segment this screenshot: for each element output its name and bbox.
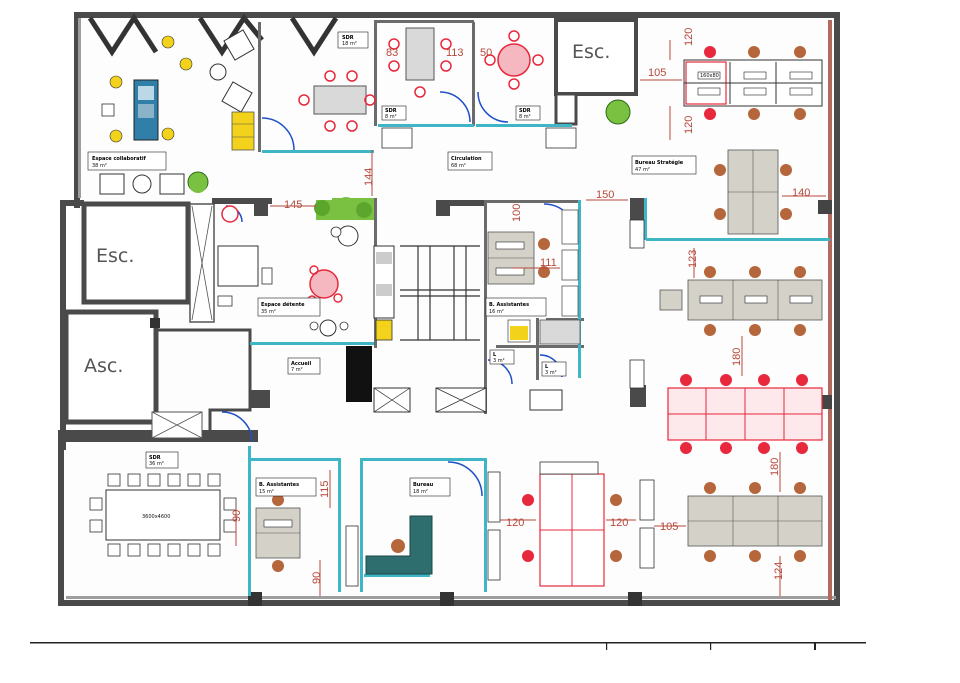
elevator-label: Asc. — [84, 355, 123, 377]
collab-name: Espace collaboratif — [92, 156, 147, 162]
bureau-area: 18 m² — [413, 489, 428, 495]
dim-140: 140 — [792, 187, 810, 199]
detente-area: 35 m² — [261, 309, 276, 315]
circulation-name: Circulation — [451, 156, 482, 162]
dim-111: 111 — [540, 257, 557, 269]
glass-partitions — [248, 124, 830, 596]
detente-name: Espace détente — [261, 301, 305, 308]
dim-83: 83 — [386, 47, 398, 59]
zigzag-glazing-mid — [197, 13, 264, 57]
local-a-tag — [489, 349, 515, 365]
sdr-table-label: 3600x4600 — [142, 514, 170, 520]
sdr-main: 3600x4600 SDR 36 m² — [89, 451, 237, 557]
stair-core-left: Esc. — [81, 201, 215, 323]
open-space-cluster-2 — [667, 374, 823, 454]
strategie-area: 47 m² — [635, 167, 650, 173]
dimension-labels: 120 105 120 144 145 150 140 100 111 113 … — [231, 28, 810, 584]
stair-left-label: Esc. — [96, 245, 134, 267]
dim-180-b: 180 — [769, 458, 781, 476]
dim-123: 123 — [687, 250, 699, 268]
dim-124: 124 — [773, 562, 785, 580]
meeting-c-name: SDR — [519, 108, 531, 114]
desk-tag-1: 160x80 — [700, 73, 719, 79]
assistantes-bottom: B. Assistantes 15 m² — [255, 477, 317, 572]
dim-105-top: 105 — [648, 67, 666, 79]
dim-100: 100 — [511, 204, 523, 222]
bureau-name: Bureau — [413, 482, 434, 488]
local-a-area: 3 m² — [493, 358, 505, 364]
dim-144: 144 — [363, 168, 375, 186]
plants — [189, 175, 372, 218]
dim-120-desk-r: 120 — [610, 517, 628, 529]
local-b-tag — [541, 361, 567, 377]
zigzag-glazing-right — [289, 16, 339, 57]
collab-area-value: 38 m² — [92, 163, 107, 169]
assistantes-bottom-name: B. Assistantes — [259, 482, 299, 488]
meeting-a-area: 18 m² — [342, 41, 357, 47]
zigzag-glazing-left — [87, 13, 159, 57]
printer — [529, 389, 563, 411]
bottom-rule — [30, 642, 866, 650]
local-b-name: L — [545, 364, 549, 370]
dim-105-bottom: 105 — [660, 521, 678, 533]
dim-120-mid: 120 — [683, 116, 695, 134]
strategie-name: Bureau Stratégie — [635, 159, 684, 166]
meeting-room-c: SDR 8 m² — [484, 30, 631, 149]
stair-core-top: Esc. — [554, 18, 638, 126]
dimension-lines — [235, 40, 826, 596]
bureau: Bureau 18 m² — [365, 477, 451, 575]
dim-145: 145 — [284, 199, 302, 211]
storage-cabinets — [345, 219, 655, 587]
meeting-c-area: 8 m² — [519, 114, 531, 120]
meeting-room-b: SDR 8 m² — [381, 27, 452, 149]
open-space-cluster-3 — [687, 482, 823, 562]
stair-top-label: Esc. — [572, 41, 610, 63]
local-b-area: 3 m² — [545, 370, 557, 376]
dim-115: 115 — [319, 480, 331, 498]
sdr-main-name: SDR — [149, 455, 161, 461]
assistantes-bottom-area: 15 m² — [259, 489, 274, 495]
dim-50: 50 — [480, 47, 492, 59]
dim-90-left: 90 — [231, 510, 243, 522]
meeting-room-a: SDR 18 m² — [298, 31, 376, 132]
meeting-b-name: SDR — [385, 108, 397, 114]
meeting-a-name: SDR — [342, 35, 354, 41]
accueil-area: 7 m² — [291, 367, 303, 373]
assistantes-top-area: 16 m² — [489, 309, 504, 315]
assistantes-top: B. Assistantes 16 m² — [485, 209, 581, 345]
meeting-b-area: 8 m² — [385, 114, 397, 120]
accueil: Accueil 7 m² — [287, 346, 487, 413]
bureau-strategie: 160x80 Bureau Stratégie 47 m² — [631, 46, 823, 235]
circulation-area: 68 m² — [451, 163, 466, 169]
dim-150: 150 — [596, 189, 614, 201]
assistantes-top-name: B. Assistantes — [489, 302, 529, 308]
open-space-cluster-1 — [659, 266, 823, 336]
window-strips — [66, 18, 836, 606]
dim-120-top: 120 — [683, 28, 695, 46]
accueil-name: Accueil — [291, 361, 311, 367]
local-a-name: L — [493, 352, 497, 358]
technical-shaft — [400, 245, 480, 341]
dim-90-bottom: 90 — [311, 572, 323, 584]
dim-180-a: 180 — [731, 348, 743, 366]
dim-113: 113 — [446, 47, 464, 59]
elevator-core: Asc. — [63, 309, 252, 440]
circulation-tag — [447, 151, 493, 171]
sdr-main-area: 36 m² — [149, 461, 164, 467]
dim-120-desk-l: 120 — [506, 517, 524, 529]
open-space-cluster-4 — [522, 461, 622, 587]
